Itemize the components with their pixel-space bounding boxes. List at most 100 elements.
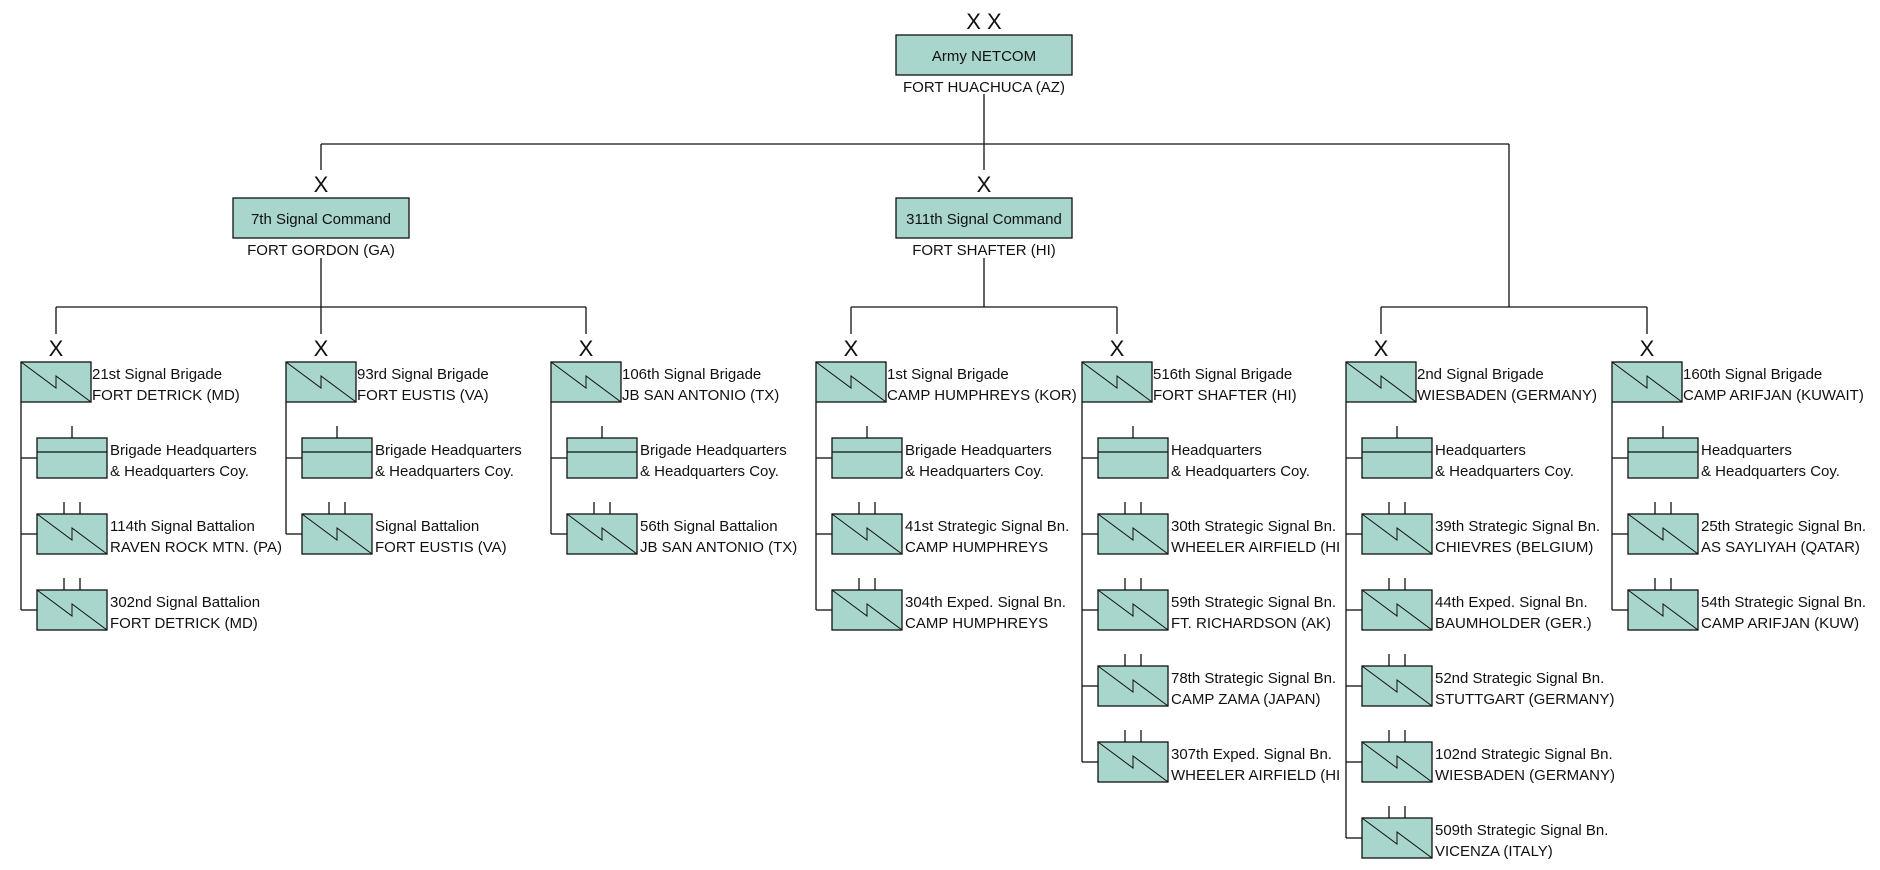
unit-name: 44th Exped. Signal Bn. [1435,594,1588,611]
brigade-name: 160th Signal Brigade [1683,366,1822,383]
unit-location: FT. RICHARDSON (AK) [1171,615,1331,632]
signal-symbol-icon [1097,589,1169,631]
hq-box [301,437,373,479]
unit-name: 304th Exped. Signal Bn. [905,594,1066,611]
unit-name: 509th Strategic Signal Bn. [1435,822,1608,839]
unit-location: FORT DETRICK (MD) [110,615,258,632]
hq-box [1361,437,1433,479]
battalion-unit: 25th Strategic Signal Bn. AS SAYLIYAH (QA… [1612,502,1866,556]
battalion-box [1097,741,1169,783]
unit-location: CAMP HUMPHREYS [905,539,1048,556]
signal-symbol-icon [1361,817,1433,859]
unit-location: & Headquarters Coy. [375,463,514,480]
unit-name: Brigade Headquarters [110,442,257,459]
root-name: Army NETCOM [932,48,1036,65]
brigade-location: FORT SHAFTER (HI) [1153,387,1297,404]
unit-name: Brigade Headquarters [640,442,787,459]
command-box [232,197,410,239]
brigade-location: FORT EUSTIS (VA) [357,387,489,404]
battalion-unit: 30th Strategic Signal Bn.WHEELER AIRFIEL… [1082,502,1340,556]
battalion-unit: 41st Strategic Signal Bn.CAMP HUMPHREYS [816,502,1069,556]
command-location: FORT SHAFTER (HI) [912,242,1056,259]
unit-name: 78th Strategic Signal Bn. [1171,670,1336,687]
signal-symbol-icon [36,589,108,631]
brigade-location: CAMP HUMPHREYS (KOR) [887,387,1077,404]
hq-box [36,437,108,479]
signal-symbol-icon [1345,361,1417,403]
root-location: FORT HUACHUCA (AZ) [903,79,1065,96]
battalion-unit: 78th Strategic Signal Bn.CAMP ZAMA (JAPA… [1082,654,1336,708]
unit-name: Headquarters [1171,442,1262,459]
unit-name: Headquarters [1701,442,1792,459]
hq-unit: Headquarters & Headquarters Coy. [1082,426,1310,480]
unit-location: WIESBADEN (GERMANY) [1435,767,1615,784]
signal-symbol-icon [1361,513,1433,555]
signal-symbol-icon [301,513,373,555]
command-name: 311th Signal Command [906,211,1062,228]
unit-name: 307th Exped. Signal Bn. [1171,746,1332,763]
battalion-unit: 307th Exped. Signal Bn. WHEELER AIRFIELD … [1082,730,1340,784]
brigade-name: 516th Signal Brigade [1153,366,1292,383]
root-unit: X X Army NETCOM FORT HUACHUCA (AZ) [895,9,1073,96]
brigade-name: 2nd Signal Brigade [1417,366,1544,383]
unit-location: FORT EUSTIS (VA) [375,539,507,556]
unit-location: & Headquarters Coy. [110,463,249,480]
unit-location: VICENZA (ITALY) [1435,843,1553,860]
signal-symbol-icon [1361,665,1433,707]
unit-name: 56th Signal Battalion [640,518,778,535]
echelon-x-icon: X [314,336,329,361]
unit-location: & Headquarters Coy. [1171,463,1310,480]
signal-symbol-icon [285,361,357,403]
echelon-xx-icon: X X [966,9,1002,34]
hq-unit: Brigade Headquarters& Headquarters Coy. [816,426,1052,480]
signal-symbol-icon [1627,513,1699,555]
unit-location: AS SAYLIYAH (QATAR) [1701,539,1860,556]
brigade-name: 21st Signal Brigade [92,366,222,383]
battalion-unit: 509th Strategic Signal Bn. VICENZA (ITALY… [1346,806,1608,860]
battalion-unit: 54th Strategic Signal Bn.CAMP ARIFJAN (K… [1612,578,1866,632]
signal-symbol-icon [36,513,108,555]
brigade-location: WIESBADEN (GERMANY) [1417,387,1597,404]
unit-location: CAMP HUMPHREYS [905,615,1048,632]
echelon-x-icon: X [579,336,594,361]
unit-name: 39th Strategic Signal Bn. [1435,518,1600,535]
brigade-name: 106th Signal Brigade [622,366,761,383]
signal-symbol-icon [566,513,638,555]
command-box [895,197,1073,239]
unit-name: 25th Strategic Signal Bn. [1701,518,1866,535]
unit-location: WHEELER AIRFIELD (HI [1171,767,1340,784]
unit-location: & Headquarters Coy. [905,463,1044,480]
battalion-unit: 39th Strategic Signal Bn.CHIEVRES (BELGI… [1346,502,1600,556]
signal-symbol-icon [550,361,622,403]
hq-unit: Headquarters & Headquarters Coy. [1612,426,1840,480]
echelon-x-icon: X [1110,336,1125,361]
unit-name: 302nd Signal Battalion [110,594,260,611]
command-location: FORT GORDON (GA) [247,242,395,259]
battalion-unit: 304th Exped. Signal Bn. CAMP HUMPHREYS [816,578,1066,632]
unit-location: & Headquarters Coy. [1701,463,1840,480]
unit-name: Signal Battalion [375,518,479,535]
signal-symbol-icon [1097,513,1169,555]
signal-symbol-icon [831,513,903,555]
battalion-unit: 59th Strategic Signal Bn. FT. RICHARDSON … [1082,578,1336,632]
brigade-location: FORT DETRICK (MD) [92,387,240,404]
echelon-x-icon: X [1640,336,1655,361]
signal-symbol-icon [1097,741,1169,783]
unit-name: Brigade Headquarters [375,442,522,459]
battalion-unit: 102nd Strategic Signal Bn.WIESBADEN (GER… [1346,730,1615,784]
unit-location: BAUMHOLDER (GER.) [1435,615,1592,632]
unit-name: 114th Signal Battalion [110,518,255,535]
unit-name: 59th Strategic Signal Bn. [1171,594,1336,611]
